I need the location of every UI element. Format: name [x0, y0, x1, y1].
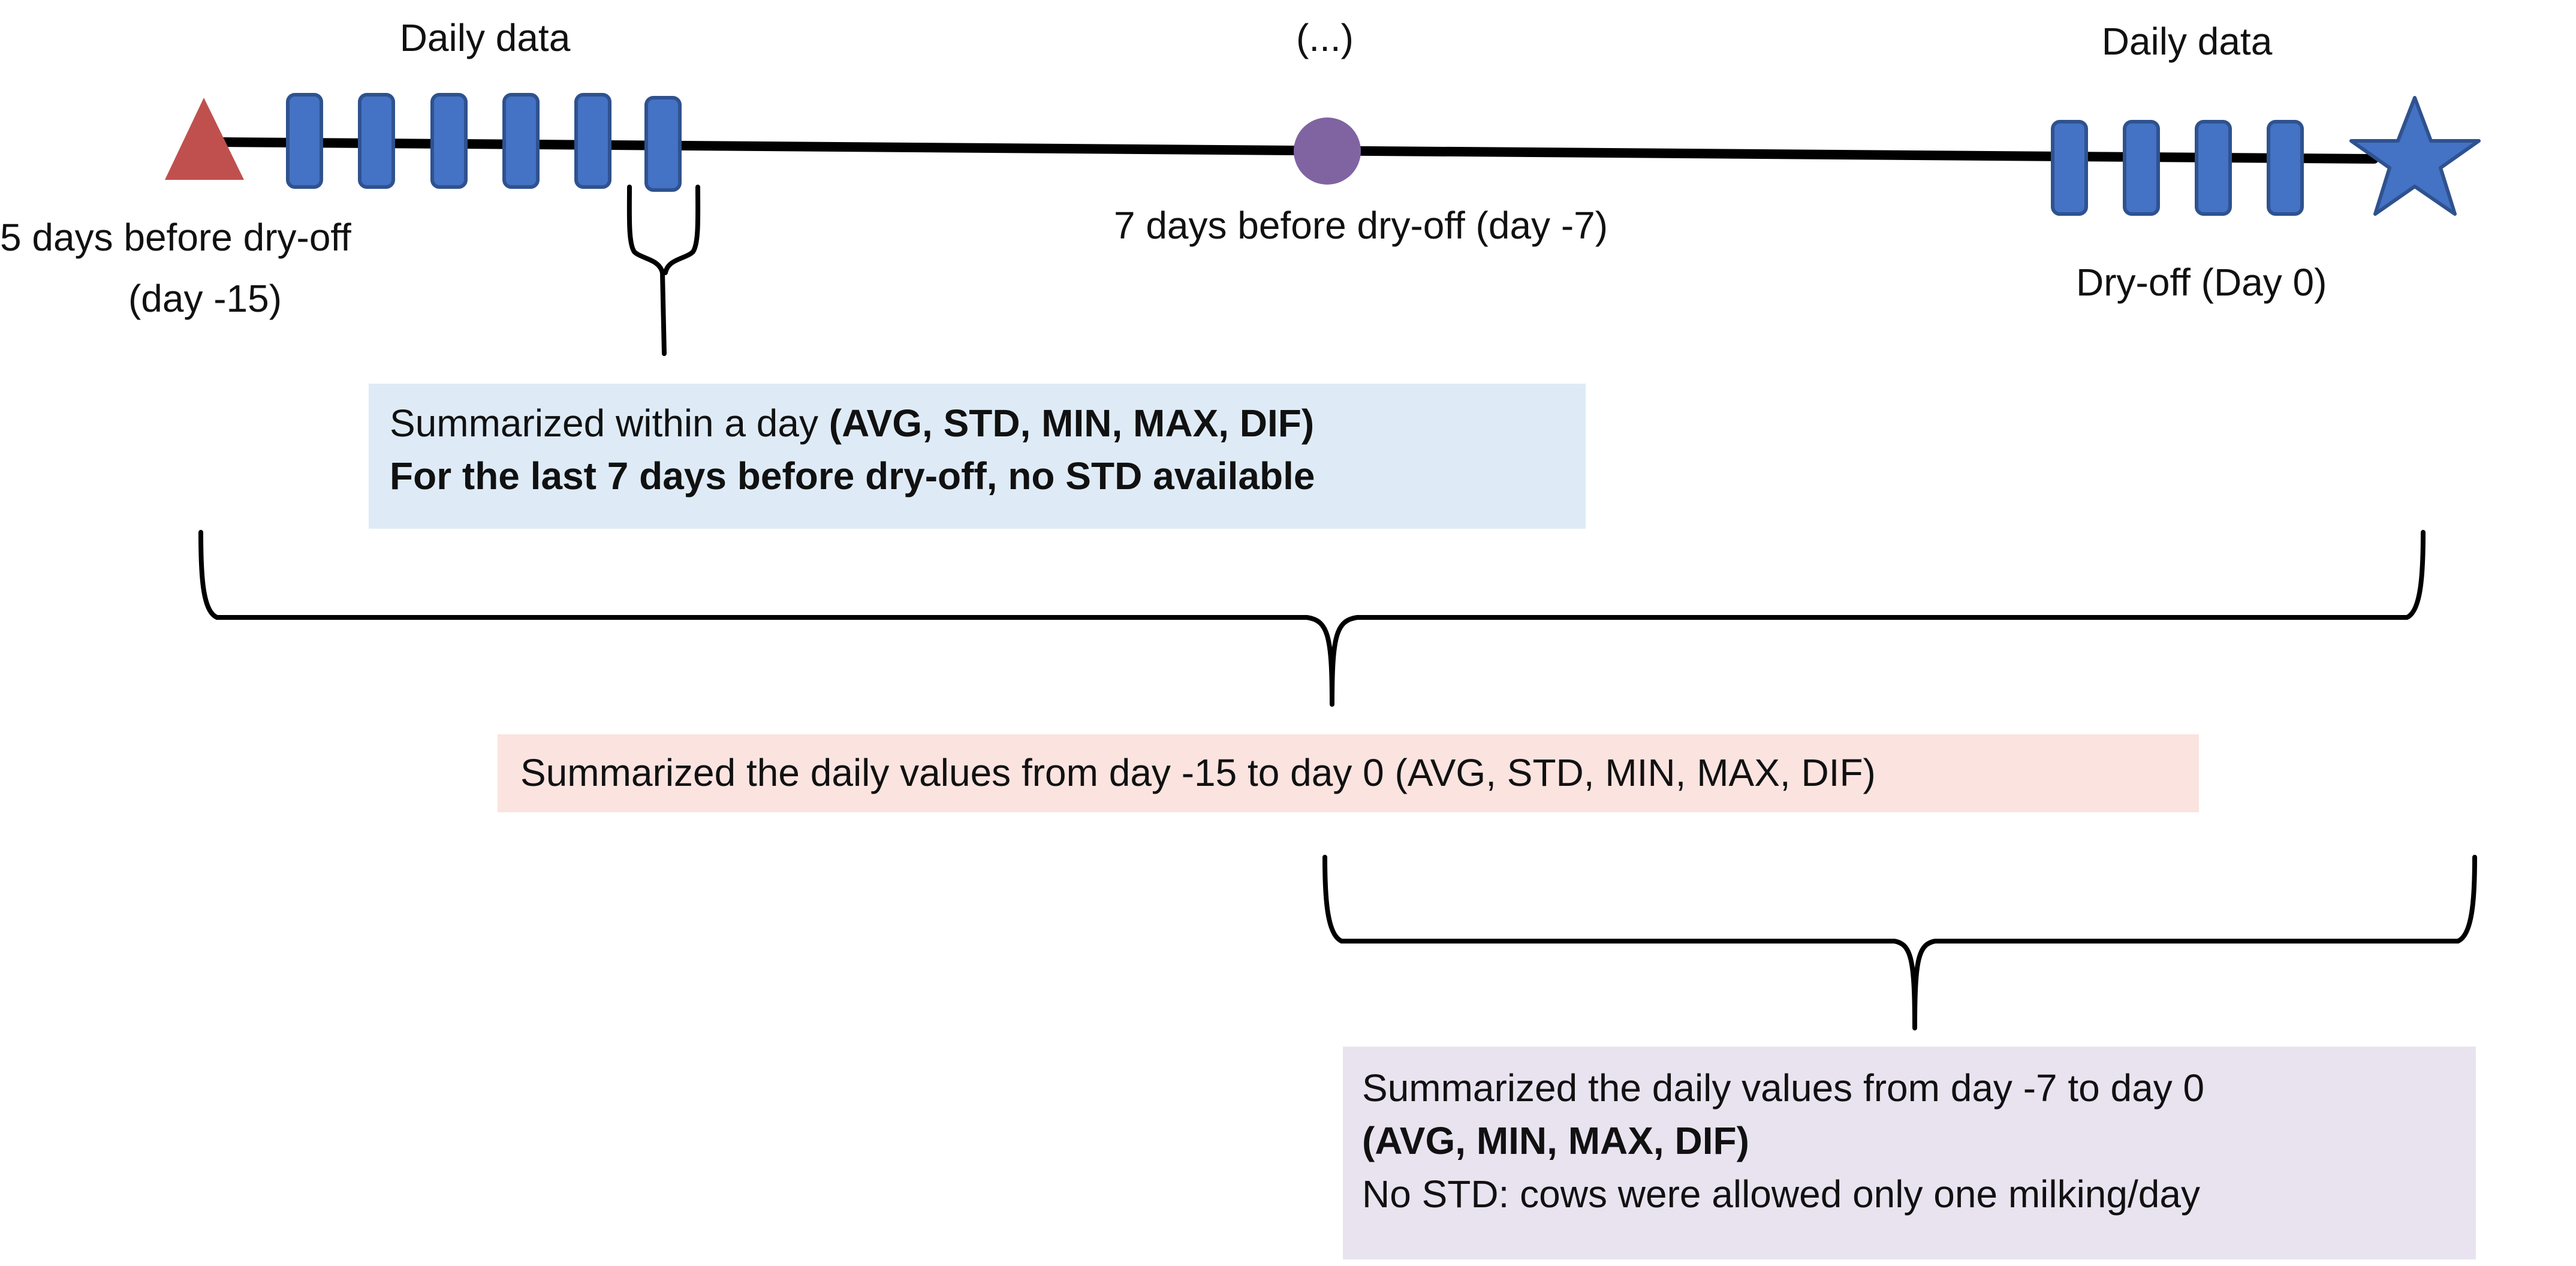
box-range15: Summarized the daily values from day -15… [498, 734, 2199, 812]
daily-bar [574, 93, 611, 189]
box-range7-line2: (AVG, MIN, MAX, DIF) [1362, 1119, 1749, 1163]
end-label: Dry-off (Day 0) [2076, 261, 2327, 304]
box-within-day-line1: Summarized within a day (AVG, STD, MIN, … [390, 397, 1586, 450]
box-within-day: Summarized within a day (AVG, STD, MIN, … [369, 384, 1586, 529]
daily-data-label-right: Daily data [2101, 20, 2273, 63]
box-range15-text: Summarized the daily values from day -15… [520, 751, 1876, 794]
box-range7-line3: No STD: cows were allowed only one milki… [1362, 1172, 2200, 1216]
ellipsis-label: (...) [1296, 16, 1354, 59]
end-star-marker [2349, 96, 2481, 216]
daily-bars-right [2051, 120, 2304, 216]
daily-bar [358, 93, 395, 189]
daily-bar [2267, 120, 2304, 216]
box-range7: Summarized the daily values from day -7 … [1343, 1047, 2476, 1259]
mid-label: 7 days before dry-off (day -7) [1113, 204, 1608, 247]
box-range7-line1: Summarized the daily values from day -7 … [1362, 1066, 2205, 1110]
daily-bar [644, 96, 682, 192]
start-triangle-marker [165, 98, 244, 180]
brace-large-range15 [198, 530, 2426, 707]
daily-bar [502, 93, 540, 189]
brace-range7 [1322, 855, 2477, 1030]
start-label-line1: 5 days before dry-off [0, 216, 351, 259]
daily-bar [430, 93, 468, 189]
daily-bar [2123, 120, 2160, 216]
box-within-day-line1-stats: (AVG, STD, MIN, MAX, DIF) [828, 402, 1315, 445]
brace-small [626, 185, 701, 356]
daily-bar [286, 93, 323, 189]
daily-bar [2051, 120, 2088, 216]
mid-circle-marker [1294, 117, 1361, 185]
start-label-line2: (day -15) [128, 277, 282, 320]
daily-bars-left [286, 93, 682, 192]
daily-data-label-left: Daily data [399, 16, 571, 59]
daily-bar [2195, 120, 2232, 216]
box-within-day-line1-text: Summarized within a day [390, 402, 829, 445]
box-within-day-line2: For the last 7 days before dry-off, no S… [390, 454, 1315, 498]
